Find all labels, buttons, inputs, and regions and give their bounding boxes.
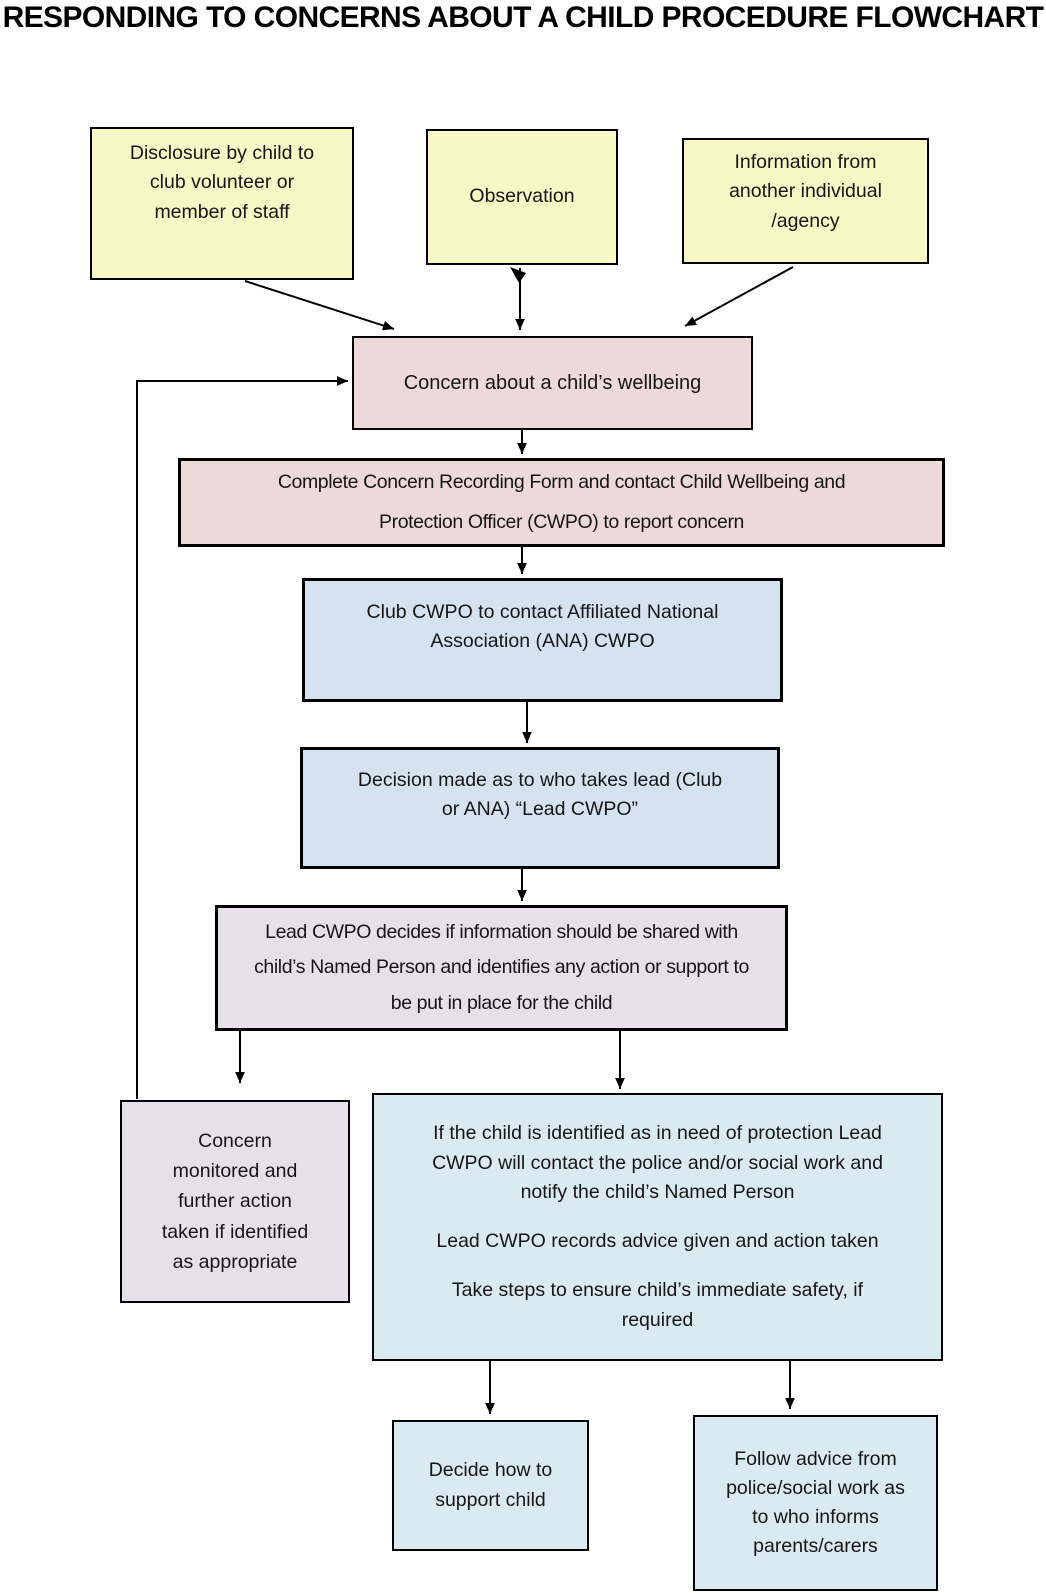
protection-paragraph-3: Take steps to ensure child’s immediate s… bbox=[451, 1279, 864, 1331]
node-disclosure: Disclosure by child to club volunteer or… bbox=[90, 127, 354, 280]
arrow-monitored-feedback-to-concern bbox=[136, 376, 348, 1099]
arrowhead-up-into-observation bbox=[510, 267, 526, 283]
protection-paragraph-1: If the child is identified as in need of… bbox=[432, 1122, 883, 1203]
arrow-disclosure-to-concern bbox=[244, 280, 395, 331]
node-follow-advice: Follow advice from police/social work as… bbox=[693, 1415, 938, 1591]
node-support-child: Decide how to support child bbox=[392, 1420, 589, 1551]
arrow-information-to-concern bbox=[684, 266, 794, 327]
node-protection-actions: If the child is identified as in need of… bbox=[372, 1093, 943, 1361]
node-record-form: Complete Concern Recording Form and cont… bbox=[178, 458, 945, 547]
node-concern: Concern about a child’s wellbeing bbox=[352, 336, 753, 430]
protection-paragraphs: If the child is identified as in need of… bbox=[432, 1119, 883, 1335]
node-club-contact: Club CWPO to contact Affiliated National… bbox=[302, 578, 783, 702]
node-concern-monitored: Concern monitored and further action tak… bbox=[120, 1100, 350, 1303]
node-lead-decision: Decision made as to who takes lead (Club… bbox=[300, 747, 780, 869]
node-information: Information from another individual /age… bbox=[682, 138, 929, 264]
node-observation: Observation bbox=[426, 129, 618, 265]
protection-paragraph-2: Lead CWPO records advice given and actio… bbox=[436, 1230, 879, 1252]
page-title: RESPONDING TO CONCERNS ABOUT A CHILD PRO… bbox=[2, 1, 1044, 34]
node-share-decision: Lead CWPO decides if information should … bbox=[215, 905, 788, 1031]
